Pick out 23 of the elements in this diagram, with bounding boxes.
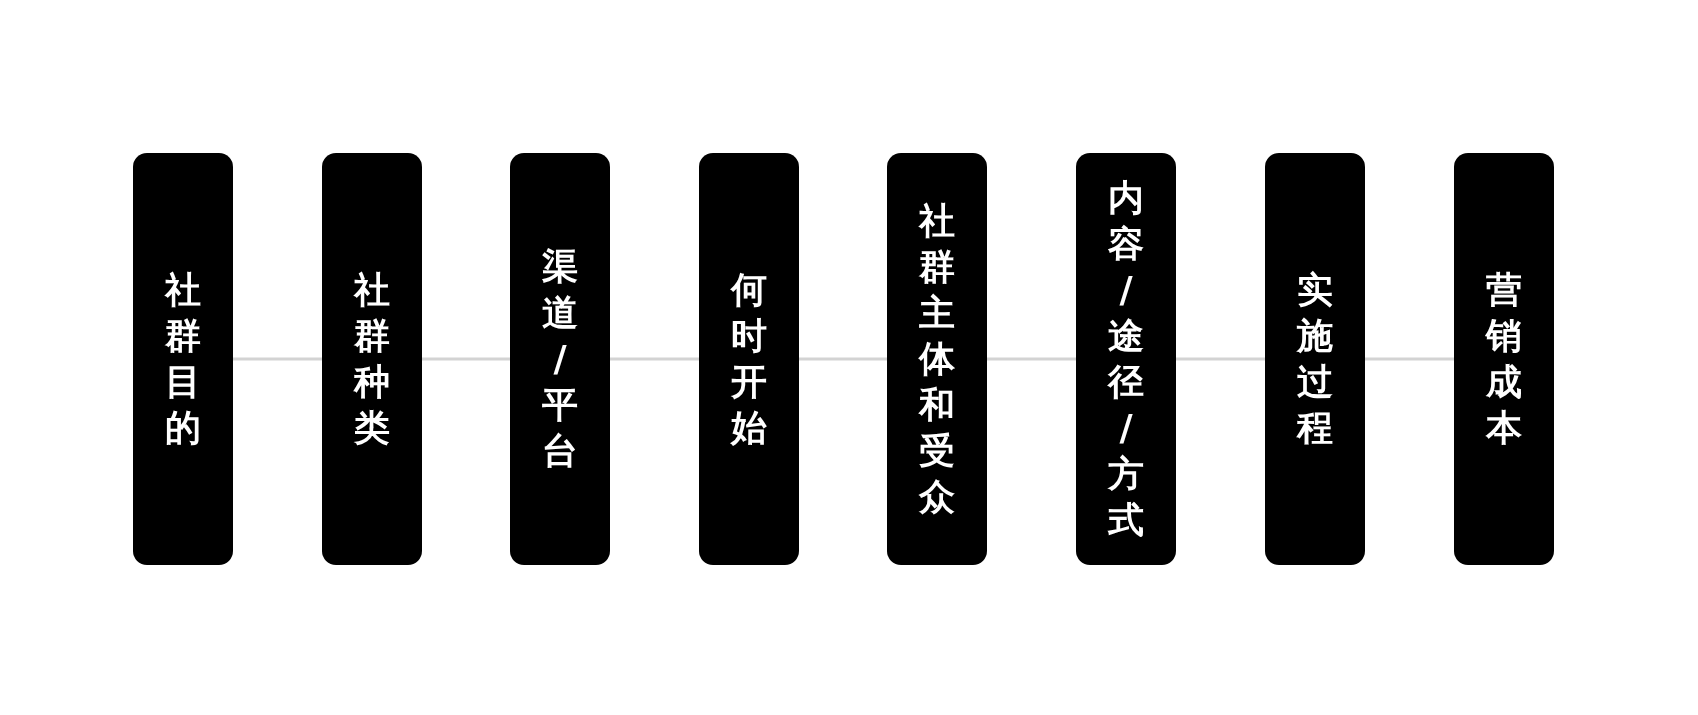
step-label: 社群种类 [352, 268, 391, 450]
connector-line [610, 357, 699, 361]
step-label: 营销成本 [1484, 268, 1523, 450]
connector-line [799, 357, 887, 361]
connector-line [422, 357, 510, 361]
step-box [1076, 153, 1176, 565]
step-box [133, 153, 233, 565]
step-label: 社群主体和受众 [917, 199, 956, 519]
step-box [322, 153, 422, 565]
step-label: 何时开始 [729, 268, 768, 450]
step-box [510, 153, 610, 565]
connector-line [1365, 357, 1454, 361]
connector-line [987, 357, 1076, 361]
step-label: 社群目的 [163, 268, 202, 450]
step-label: 实施过程 [1295, 268, 1334, 450]
step-box [699, 153, 799, 565]
step-label: 渠道/平台 [541, 245, 579, 473]
step-box [887, 153, 987, 565]
step-box [1265, 153, 1365, 565]
connector-line [233, 357, 322, 361]
step-box [1454, 153, 1554, 565]
step-label: 内容/途径/方式 [1106, 176, 1145, 542]
connector-line [1176, 357, 1265, 361]
